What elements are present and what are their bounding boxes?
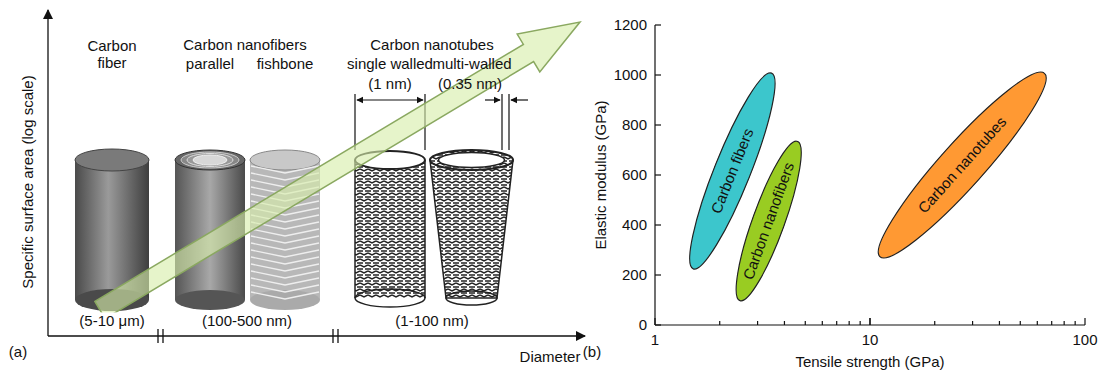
tick-label: 400 <box>622 216 647 233</box>
single-walled-nanotube <box>355 151 425 307</box>
fishbone-stroke <box>251 271 319 278</box>
dimension-label: (0.35 nm) <box>438 75 502 92</box>
fishbone-stroke <box>251 285 319 292</box>
axis-title: (b) <box>583 343 601 360</box>
axis-title: Elastic modulus (GPa) <box>592 100 609 249</box>
tick-label: Tensile strength (GPa) <box>795 353 944 370</box>
axes-a <box>48 10 585 343</box>
axis-title: Specific surface area (log scale) <box>19 75 36 288</box>
region-label: Carbon nanotubes <box>862 57 1062 273</box>
trend-arrow <box>95 22 580 319</box>
material-heading: multi-walled <box>432 55 511 72</box>
tick-label: 10 <box>862 331 879 348</box>
tick-label: 600 <box>622 166 647 183</box>
fishbone-stroke <box>251 236 319 243</box>
fishbone-stroke <box>251 292 319 299</box>
material-heading: parallel <box>186 55 234 72</box>
material-heading: Carbon nanotubes <box>370 36 493 53</box>
material-heading: Carbon nanofibers <box>183 36 306 53</box>
material-heading: fishbone <box>257 55 314 72</box>
material-heading: Carbon fiber <box>82 37 142 72</box>
panel-label: 0 <box>639 316 647 333</box>
fishbone-stroke <box>251 229 319 236</box>
property-region: Carbon nanotubes <box>862 57 1062 273</box>
fishbone-stroke <box>251 250 319 257</box>
fishbone-stroke <box>251 243 319 250</box>
dimension-label: (5-10 μm) <box>77 312 146 329</box>
tick-label: 800 <box>622 116 647 133</box>
tick-label: 200 <box>622 266 647 283</box>
fishbone-stroke <box>251 166 319 173</box>
material-heading: (1 nm) <box>368 75 411 92</box>
tick-label: 1200 <box>614 16 647 33</box>
multi-walled-nanotube <box>430 150 513 305</box>
tick-label: 100 <box>1072 331 1097 348</box>
fishbone-stroke <box>251 278 319 285</box>
fishbone-stroke <box>251 257 319 264</box>
material-heading: single walled <box>347 55 433 72</box>
tick-label: 1000 <box>614 66 647 83</box>
diameter-range: (100-500 nm) <box>200 312 294 329</box>
axis-title: (a) <box>9 343 27 360</box>
axes-b <box>655 25 1085 325</box>
diameter-range: (1-100 nm) <box>393 312 470 329</box>
tick-label: 1 <box>651 331 659 348</box>
diameter-range: Diameter <box>520 348 581 365</box>
fishbone-stroke <box>251 264 319 271</box>
